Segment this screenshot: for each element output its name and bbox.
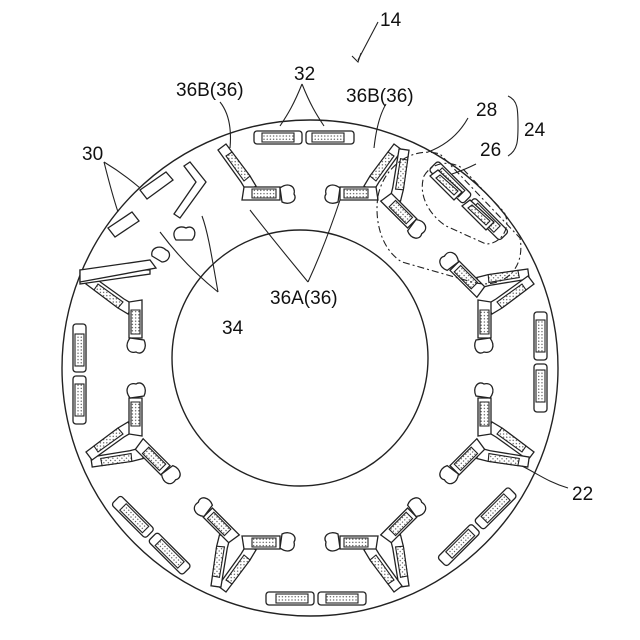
label-hole: 30 [82,144,103,165]
pole-6 [73,276,145,460]
label-pole: 24 [524,120,546,141]
label-outer-group: 28 [476,100,497,121]
label-side-bridge-right: 36B(36) [346,86,414,107]
shaft-hole [172,230,428,486]
label-inner-group: 26 [480,140,501,161]
label-rotor: 14 [380,10,402,31]
pole-4 [218,533,402,605]
label-bridge: 34 [222,318,244,339]
label-center-bridge: 36A(36) [270,288,338,309]
empty-pole-sector [80,162,206,284]
label-side-bridge-left: 36B(36) [176,80,244,101]
label-magnet: 32 [294,64,315,85]
label-core: 22 [572,484,593,505]
pole-2 [475,276,547,460]
rotor-core-outline [62,120,558,616]
leader-lines [104,22,568,488]
